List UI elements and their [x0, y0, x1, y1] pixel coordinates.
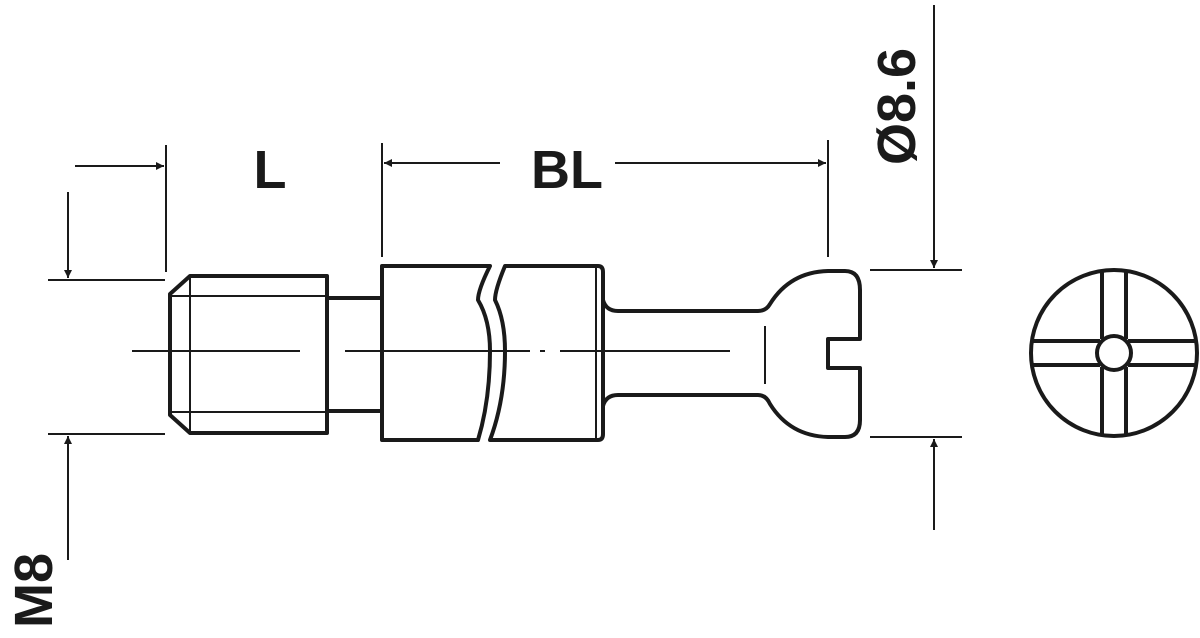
thread-label: M8: [4, 553, 64, 628]
thread-section: [168, 274, 329, 435]
length-label: L: [254, 140, 287, 200]
length-dimension: L: [75, 140, 287, 272]
body-length-label: BL: [531, 140, 603, 200]
end-view: [1029, 268, 1199, 438]
screw-head: [601, 269, 862, 439]
head-diameter-label: Ø8.6: [867, 48, 927, 165]
body: [380, 264, 605, 442]
thread-dimension: M8: [4, 192, 165, 628]
neck: [327, 296, 382, 413]
head-diameter-dimension: Ø8.6: [867, 5, 962, 530]
body-length-dimension: BL: [381, 140, 829, 257]
